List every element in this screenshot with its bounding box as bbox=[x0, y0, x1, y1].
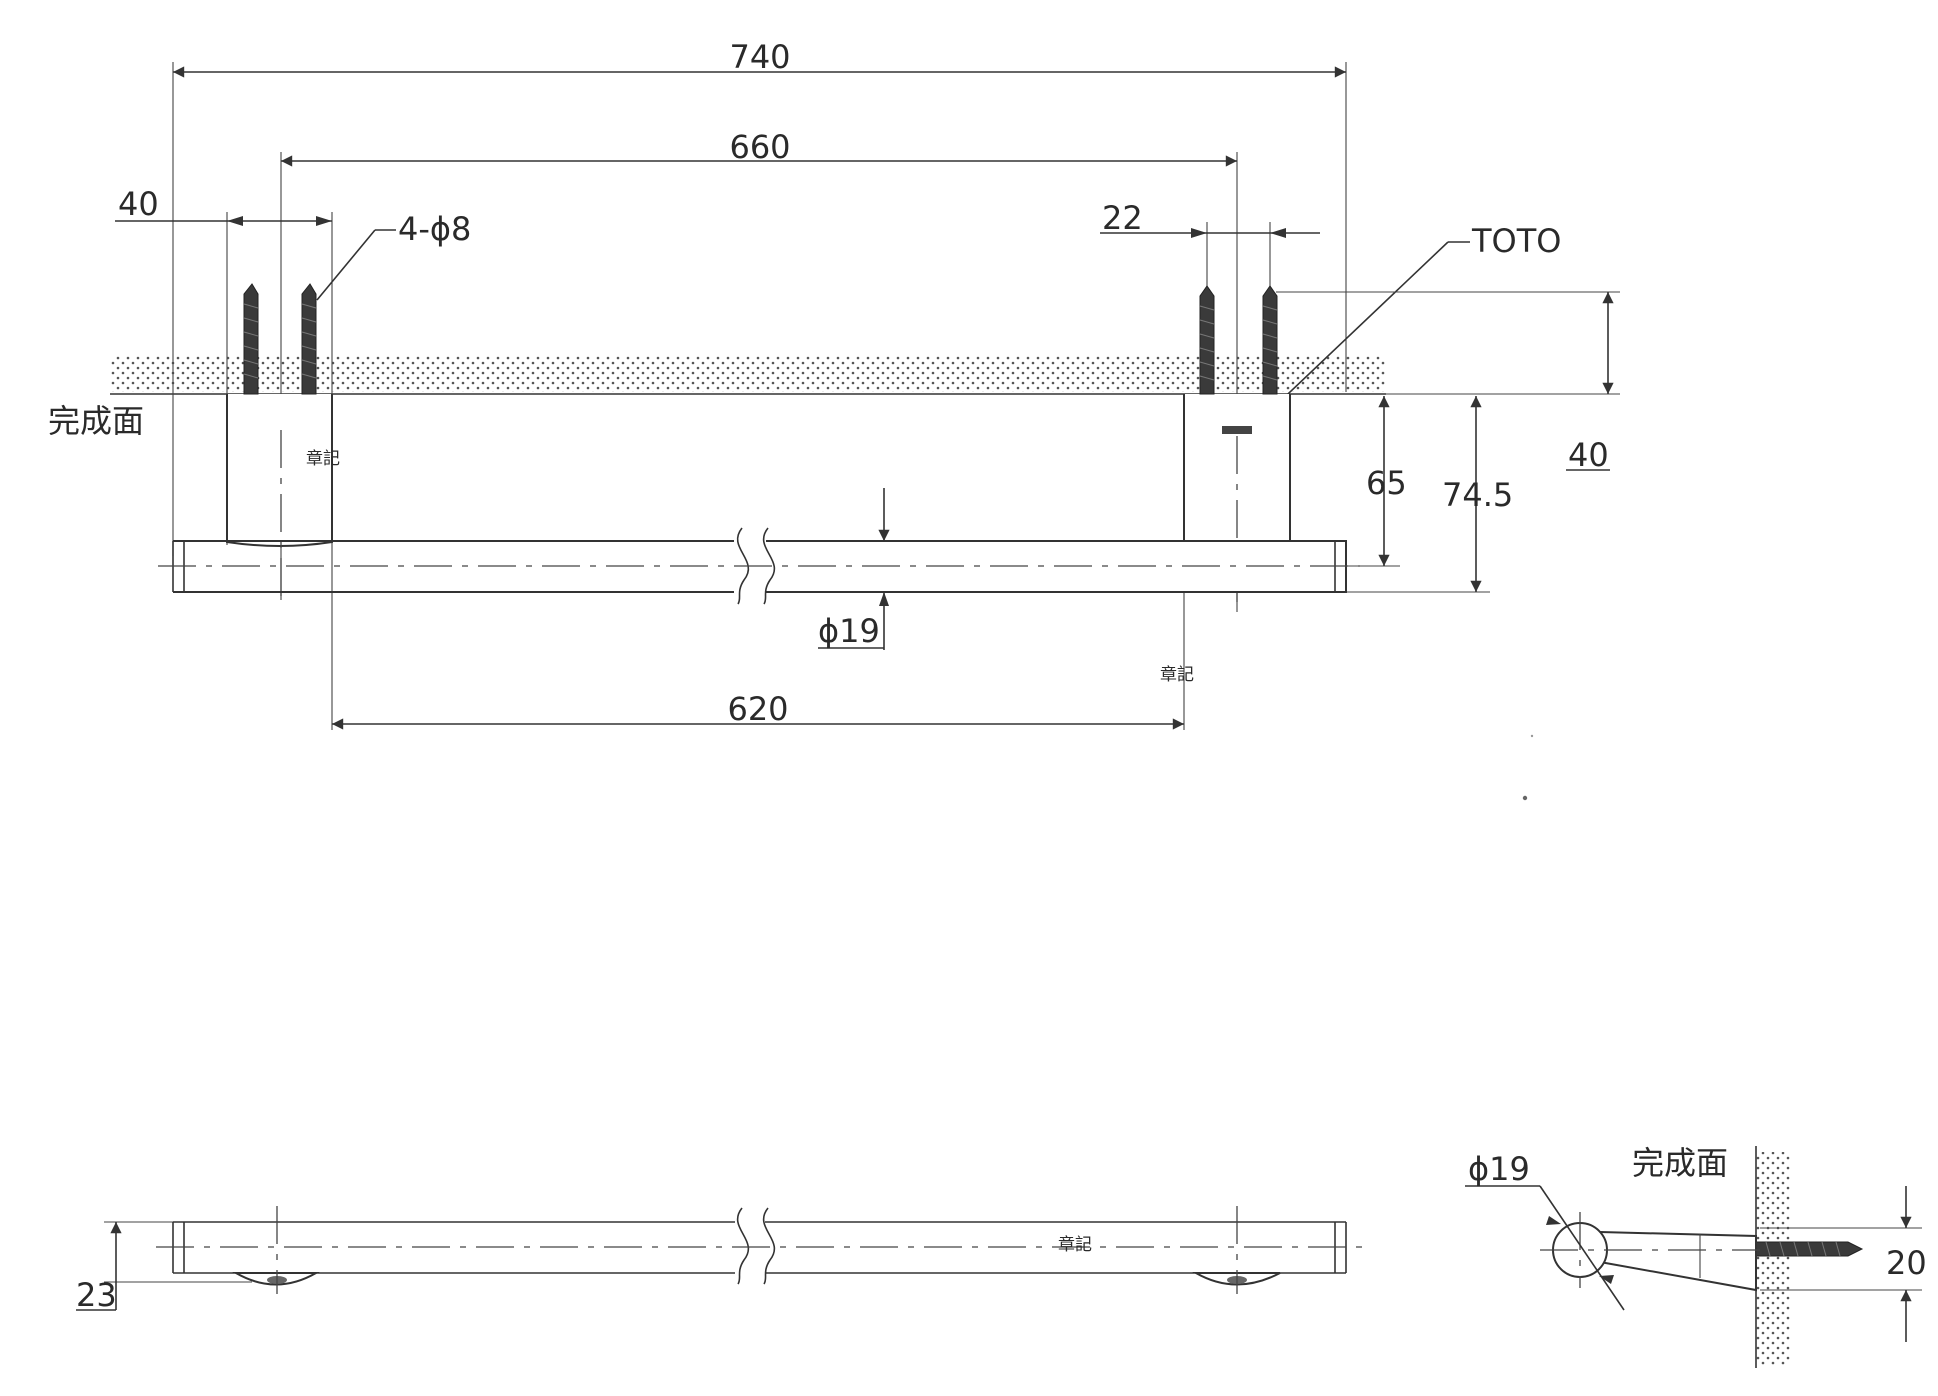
dim-bracket-width: 40 bbox=[118, 185, 159, 223]
side-view: 完成面 ϕ19 20 bbox=[1465, 1144, 1927, 1368]
brand-label: TOTO bbox=[1471, 222, 1561, 260]
dim-screw-length: 40 bbox=[1568, 436, 1609, 474]
stamp-1: 章記 bbox=[306, 449, 340, 469]
hole-spec: 4-ϕ8 bbox=[398, 210, 471, 248]
dim-bar-diameter: ϕ19 bbox=[818, 612, 880, 650]
left-bracket bbox=[226, 394, 333, 547]
stamp-2: 章記 bbox=[1160, 665, 1194, 685]
dim-projection-65: 65 bbox=[1366, 464, 1407, 502]
dim-bar-height: 23 bbox=[76, 1276, 117, 1314]
stamp-3: 章記 bbox=[1058, 1235, 1092, 1255]
finish-surface-label-side: 完成面 bbox=[1632, 1144, 1728, 1182]
wall-hatch bbox=[110, 356, 1386, 392]
dim-side-base-height: 20 bbox=[1886, 1244, 1927, 1282]
right-screws bbox=[1199, 285, 1278, 395]
dim-screw-spacing: 22 bbox=[1102, 199, 1143, 237]
side-bracket bbox=[1599, 1231, 1757, 1292]
plan-view: 23 章記 bbox=[76, 1206, 1366, 1314]
dim-740: 740 bbox=[729, 38, 790, 76]
front-view: 740 660 40 4-ϕ8 22 TOTO 40 65 7 bbox=[48, 38, 1620, 730]
dim-620: 620 bbox=[727, 690, 788, 728]
side-wall-hatch bbox=[1756, 1152, 1790, 1366]
grab-bar-plan bbox=[172, 1207, 1347, 1285]
dim-660: 660 bbox=[729, 128, 790, 166]
dim-projection-74-5: 74.5 bbox=[1442, 476, 1513, 514]
toto-mark bbox=[1222, 426, 1252, 434]
dim-bar-diameter-side: ϕ19 bbox=[1468, 1150, 1530, 1188]
finish-surface-label-front: 完成面 bbox=[48, 402, 144, 440]
left-screws bbox=[243, 283, 317, 395]
